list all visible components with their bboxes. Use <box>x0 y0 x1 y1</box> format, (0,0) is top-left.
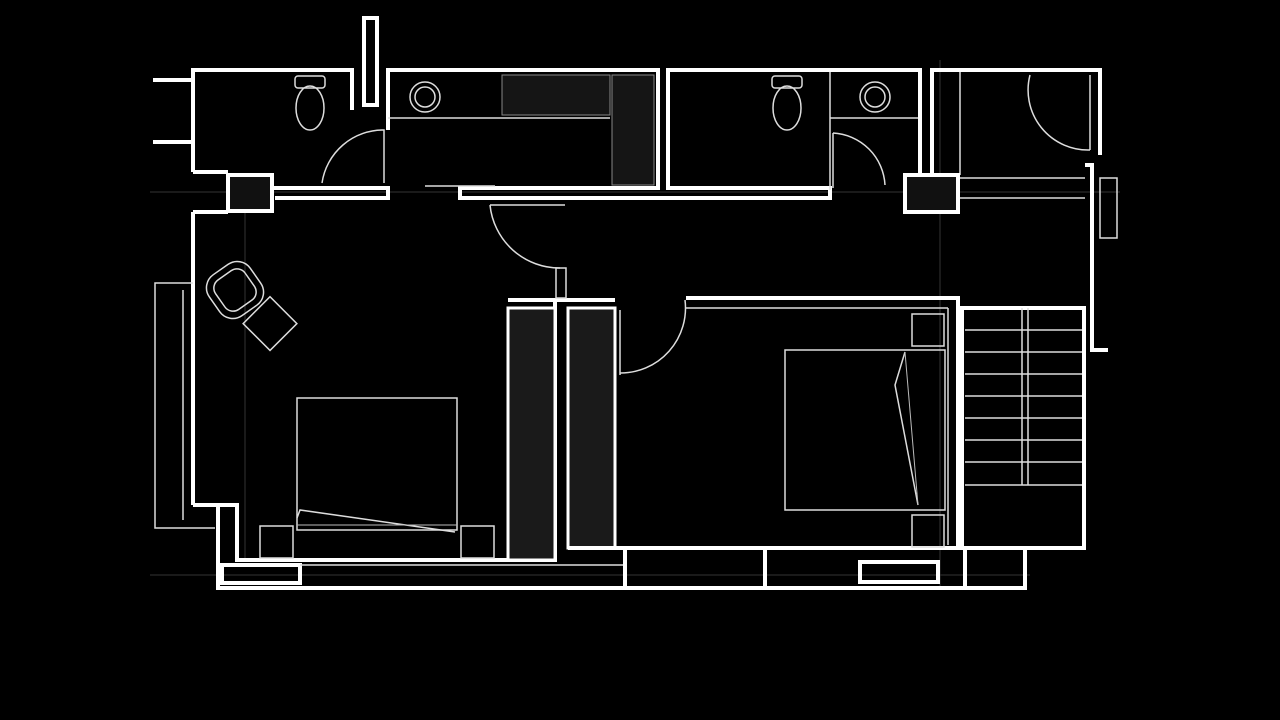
sink-icon <box>409 81 891 113</box>
bed-icon <box>259 313 946 559</box>
door-swing-icon <box>321 74 1091 375</box>
walls <box>153 16 1118 590</box>
chair-icon <box>205 260 298 352</box>
toilet-icon <box>294 75 803 131</box>
stairs-icon <box>965 308 1082 486</box>
